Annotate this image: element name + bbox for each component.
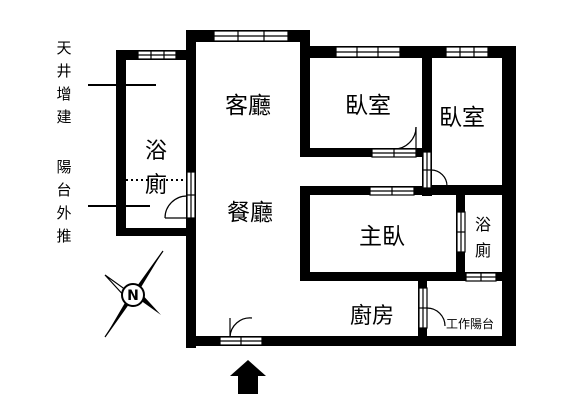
- room-label-bath-left-1: 浴: [145, 139, 167, 164]
- room-label-bath-right-1: 浴: [475, 215, 491, 234]
- annotation-balcony-4: 推: [56, 227, 71, 245]
- wall-master-bottom: [300, 272, 516, 281]
- annotation-tianjing-3: 增: [56, 85, 71, 103]
- door-master: [369, 186, 415, 196]
- room-labels: 客廳 餐廳 臥室 臥室 主臥 浴 廁 浴 廁 廚房 工作陽台: [145, 93, 494, 331]
- doors: [164, 126, 466, 346]
- annotation-balcony-2: 台: [56, 181, 71, 199]
- door-entrance: [219, 317, 263, 346]
- window-living-top: [213, 30, 289, 42]
- room-label-bath-left-2: 廁: [145, 173, 167, 198]
- wall-bedroom-a-left: [300, 46, 310, 157]
- room-label-kitchen: 廚房: [350, 304, 394, 329]
- wall-left-wing-left: [116, 50, 126, 236]
- room-label-bedroom-b: 臥室: [439, 105, 485, 131]
- wall-bedroom-a-bottom: [300, 148, 430, 157]
- door-bath-left: [164, 171, 196, 219]
- wall-left-wing-bottom: [116, 228, 194, 236]
- annotation-tianjing-4: 建: [56, 108, 71, 126]
- wall-bottom: [186, 336, 516, 346]
- side-annotations: 天 井 增 建 陽 台 外 推: [56, 39, 71, 245]
- room-label-master: 主臥: [359, 224, 405, 250]
- window-bath-right: [465, 272, 497, 282]
- room-label-living: 客廳: [225, 93, 271, 119]
- windows: [137, 30, 497, 282]
- annotation-tianjing-1: 天: [56, 39, 71, 57]
- annotation-balcony-3: 外: [56, 204, 71, 222]
- door-work-balcony: [418, 287, 446, 329]
- entrance-arrow-icon: [230, 360, 266, 394]
- annotation-balcony-1: 陽: [56, 158, 71, 176]
- window-bedroom-b-top: [445, 46, 489, 58]
- wall-top-step: [300, 30, 310, 54]
- door-bedroom-a: [371, 126, 417, 158]
- wall-master-left: [300, 186, 310, 280]
- door-bedroom-b: [422, 151, 448, 189]
- window-bedroom-a-top: [335, 46, 401, 58]
- compass-north-letter: N: [127, 288, 139, 304]
- room-label-work-balcony: 工作陽台: [446, 316, 494, 331]
- wall-right: [502, 46, 516, 346]
- window-left-wing-top: [137, 50, 177, 60]
- room-label-bedroom-a: 臥室: [345, 93, 391, 119]
- annotation-tianjing-2: 井: [56, 62, 71, 80]
- room-label-bath-right-2: 廁: [475, 241, 491, 260]
- compass-ring: [121, 283, 145, 307]
- door-bath-right: [456, 211, 466, 253]
- room-label-dining: 餐廳: [227, 200, 273, 226]
- compass-icon: N: [104, 250, 164, 338]
- wall-bedrooms-divider: [422, 46, 432, 196]
- walls: [116, 30, 516, 348]
